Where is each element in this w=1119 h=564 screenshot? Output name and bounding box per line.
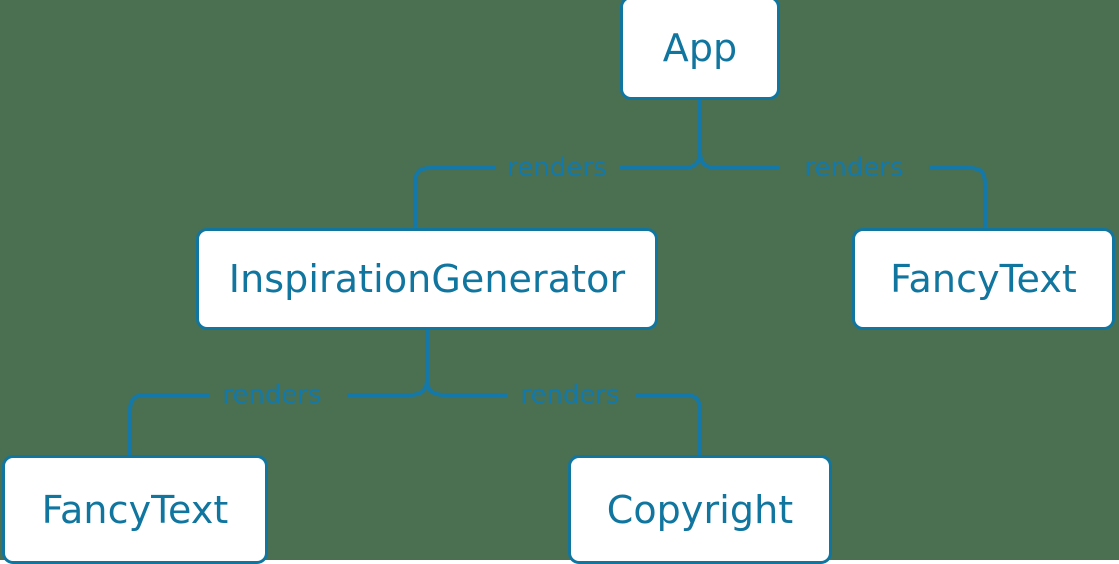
node-app[interactable]: App (620, 0, 780, 100)
edge-label-inspiration-generator-to-fancytext-left: renders (222, 380, 322, 410)
node-fancytext-right[interactable]: FancyText (852, 228, 1115, 330)
edge-label-inspiration-generator-to-copyright: renders (520, 380, 620, 410)
node-fancytext-right-label: FancyText (890, 257, 1077, 301)
edge-label-app-to-inspiration-generator: renders (507, 153, 607, 183)
node-fancytext-left[interactable]: FancyText (2, 455, 268, 564)
node-copyright-label: Copyright (606, 487, 794, 532)
node-inspiration-generator-label: InspirationGenerator (228, 257, 626, 301)
node-fancytext-left-label: FancyText (41, 487, 229, 532)
node-copyright[interactable]: Copyright (568, 455, 832, 564)
edge-inspiration-to-copyright (425, 378, 507, 397)
edge-inspiration-to-fancytext-left-tail (128, 393, 210, 455)
node-app-label: App (662, 26, 738, 70)
edge-inspiration-to-fancytext-left (347, 378, 429, 397)
edge-app-to-inspiration (620, 151, 702, 170)
edge-app-to-fancytext-right-tail (929, 166, 987, 228)
edge-label-app-to-fancytext-right: renders (804, 153, 904, 183)
edge-app-to-inspiration-tail (413, 166, 495, 228)
edge-inspiration-to-copyright-tail (636, 393, 702, 455)
node-inspiration-generator[interactable]: InspirationGenerator (196, 228, 658, 330)
edge-app-to-fancytext-right (698, 151, 780, 170)
